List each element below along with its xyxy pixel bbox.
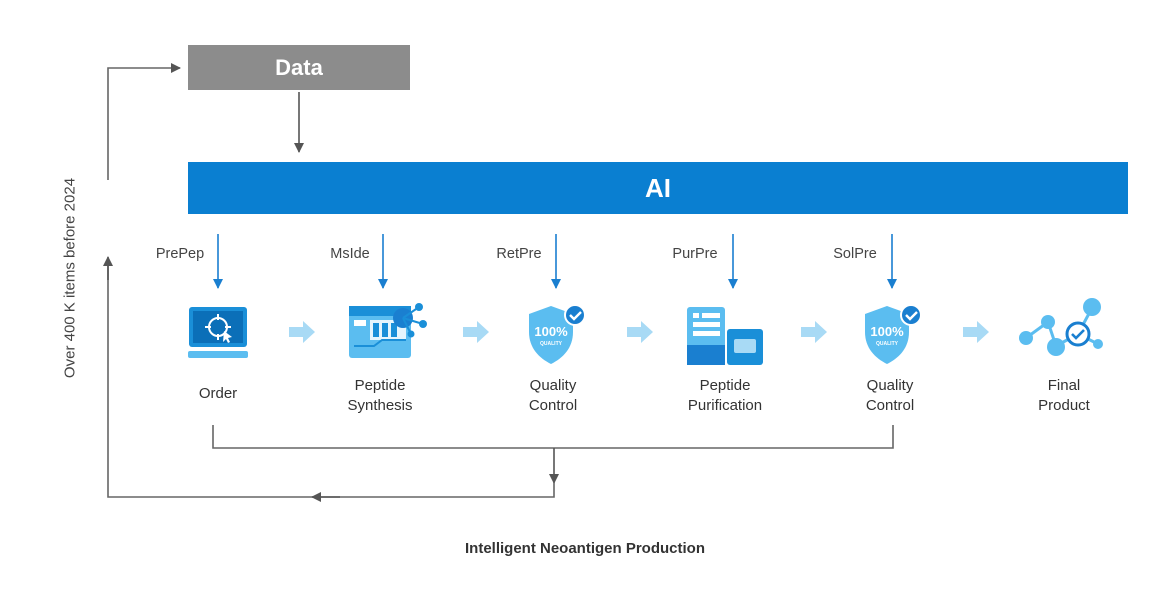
side-label: Over 400 K items before 2024: [61, 177, 79, 379]
step-label-peptide-synthesis: Peptide Synthesis: [310, 376, 450, 416]
data-box: Data: [188, 45, 410, 90]
step-chevrons: [289, 321, 989, 343]
chevron-arrow-4: [801, 321, 827, 343]
chevron-arrow-1: [289, 321, 315, 343]
shield-subtext: QUALITY: [876, 341, 899, 347]
chevron-arrow-3: [627, 321, 653, 343]
figure-caption: Intelligent Neoantigen Production: [465, 540, 705, 557]
chevron-arrow-2: [463, 321, 489, 343]
monitor-target-icon: [188, 307, 248, 358]
shield-subtext: QUALITY: [540, 341, 563, 347]
step-label-line: Quality: [866, 377, 914, 394]
ai-bar: AI: [188, 162, 1128, 214]
purification-machine-icon: [687, 307, 763, 365]
model-label-mside: MsIde: [330, 246, 370, 262]
model-label-solpre: SolPre: [833, 246, 877, 262]
ai-bar-label: AI: [645, 172, 671, 203]
step-label-line: Synthesis: [347, 397, 413, 414]
step-label-line: Quality: [529, 377, 577, 394]
synthesizer-icon: [349, 303, 427, 358]
step-label-line: Peptide: [699, 377, 751, 394]
molecule-icon: [1019, 298, 1103, 356]
model-label-retpre: RetPre: [496, 246, 542, 262]
model-label-purpre: PurPre: [672, 246, 718, 262]
step-label-line: Final: [1047, 377, 1081, 394]
model-label-prepep: PrePep: [155, 246, 205, 262]
step-label-order: Order: [148, 384, 288, 404]
step-label-final-product: Final Product: [994, 376, 1134, 416]
data-box-label: Data: [275, 54, 323, 80]
step-label-line: Control: [865, 397, 915, 414]
step-label-peptide-purification: Peptide Purification: [655, 376, 795, 416]
step-label-quality-control-1: Quality Control: [483, 376, 623, 416]
quality-shield-icon: 100% QUALITY: [865, 304, 922, 364]
step-label-quality-control-2: Quality Control: [820, 376, 960, 416]
loop-to-data-line: [107, 63, 181, 180]
feedback-loop-line: [212, 425, 894, 449]
quality-shield-icon: 100% QUALITY: [529, 304, 586, 364]
chevron-arrow-5: [963, 321, 989, 343]
step-label-line: Order: [198, 385, 238, 402]
step-label-line: Product: [1038, 397, 1090, 414]
step-label-line: Purification: [687, 397, 763, 414]
shield-text: 100%: [870, 324, 904, 339]
shield-text: 100%: [534, 324, 568, 339]
step-label-line: Control: [528, 397, 578, 414]
step-label-line: Peptide: [354, 377, 406, 394]
